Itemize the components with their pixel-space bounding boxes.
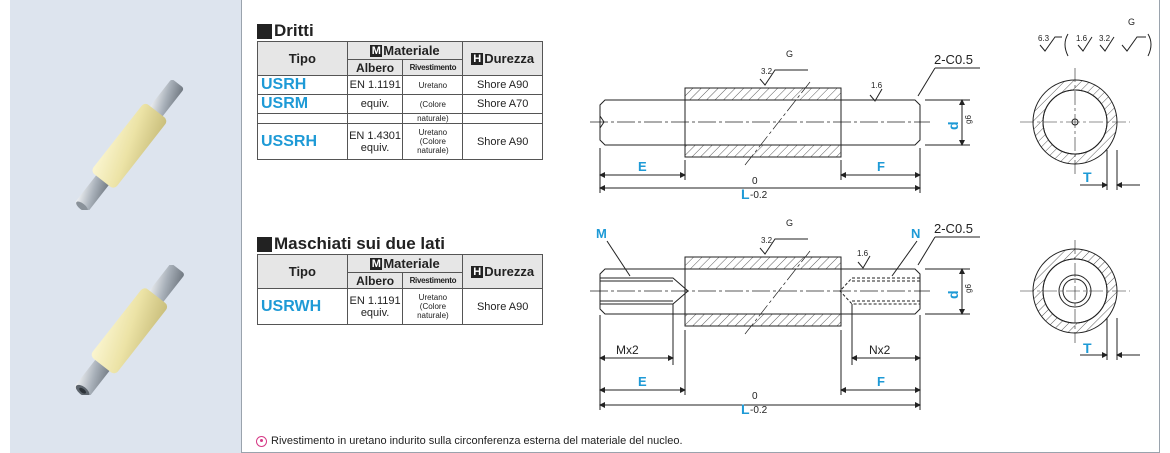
dim-d-label: d	[945, 121, 961, 130]
drawing-straight	[590, 67, 980, 193]
hardness-letter-icon: H	[471, 53, 484, 65]
dim-T-label: T	[1083, 340, 1092, 356]
roughness-label: 6.3	[1038, 34, 1050, 43]
hardness-value: Shore A90	[462, 123, 543, 160]
roughness-label: 1.6	[857, 249, 869, 258]
section-title-straight: Dritti	[257, 21, 314, 41]
roughness-label: 3.2	[761, 236, 773, 245]
shaft-material: EN 1.1191	[346, 75, 404, 95]
dim-L-upper: 0	[752, 176, 758, 187]
hardness-letter-icon: H	[471, 266, 484, 278]
roughness-label: 1.6	[871, 81, 883, 90]
hardness-value: Shore A90	[462, 75, 543, 95]
roughness-label: 1.6	[1076, 34, 1088, 43]
dim-d-label: d	[945, 290, 961, 299]
hardness-value: Shore A90	[462, 288, 543, 325]
footnote-text: Rivestimento in uretano indurito sulla c…	[271, 435, 683, 447]
dim-Nx2-label: Nx2	[869, 343, 891, 357]
roughness-g-label: G	[1128, 17, 1135, 27]
product-code: USSRH	[257, 123, 348, 160]
material-letter-icon: M	[370, 258, 383, 270]
product-image-panel	[10, 0, 242, 453]
dim-E-label: E	[638, 374, 647, 389]
drawing-tapped	[590, 236, 980, 410]
footnote: Rivestimento in uretano indurito sulla c…	[256, 435, 683, 447]
dim-L-lower: -0.2	[750, 405, 768, 416]
header-shaft: Albero	[346, 272, 404, 289]
roughness-label: 3.2	[1099, 34, 1111, 43]
dim-E-label: E	[638, 159, 647, 174]
dim-d-tol: g6	[964, 115, 973, 124]
roughness-label: 3.2	[761, 67, 773, 76]
material-letter-icon: M	[370, 45, 383, 57]
dim-M-label: M	[596, 226, 607, 241]
dim-F-label: F	[877, 159, 885, 174]
dim-N-label: N	[911, 226, 920, 241]
dim-L-label: L	[741, 186, 750, 202]
header-type: Tipo	[257, 254, 348, 289]
dim-Mx2-label: Mx2	[616, 343, 639, 357]
dim-L-lower: -0.2	[750, 190, 768, 201]
header-shaft: Albero	[346, 59, 404, 76]
product-image-tapped	[74, 265, 184, 395]
header-coating: Rivestimento	[402, 272, 464, 289]
info-icon	[256, 435, 267, 447]
product-image-straight	[75, 80, 184, 210]
roughness-g-label: G	[786, 218, 793, 228]
dim-F-label: F	[877, 374, 885, 389]
dim-L-label: L	[741, 401, 750, 417]
hardness-value: Shore A70	[462, 94, 543, 114]
section-title-tapped: Maschiati sui due lati	[257, 234, 445, 254]
section-title-text: Maschiati sui due lati	[274, 234, 445, 253]
dim-T-label: T	[1083, 169, 1092, 185]
product-code: USRWH	[257, 288, 348, 325]
dim-d-tol: g6	[964, 284, 973, 293]
cross-section-tapped	[1020, 240, 1140, 360]
roughness-g-label: G	[786, 49, 793, 59]
dim-L-upper: 0	[752, 391, 758, 402]
cross-section-straight	[1020, 33, 1152, 190]
chamfer-label: 2-C0.5	[934, 52, 973, 67]
section-title-text: Dritti	[274, 21, 314, 40]
chamfer-label: 2-C0.5	[934, 221, 973, 236]
section-marker	[257, 236, 272, 252]
header-type: Tipo	[257, 41, 348, 76]
product-code: USRH	[257, 75, 348, 95]
section-marker	[257, 23, 272, 39]
